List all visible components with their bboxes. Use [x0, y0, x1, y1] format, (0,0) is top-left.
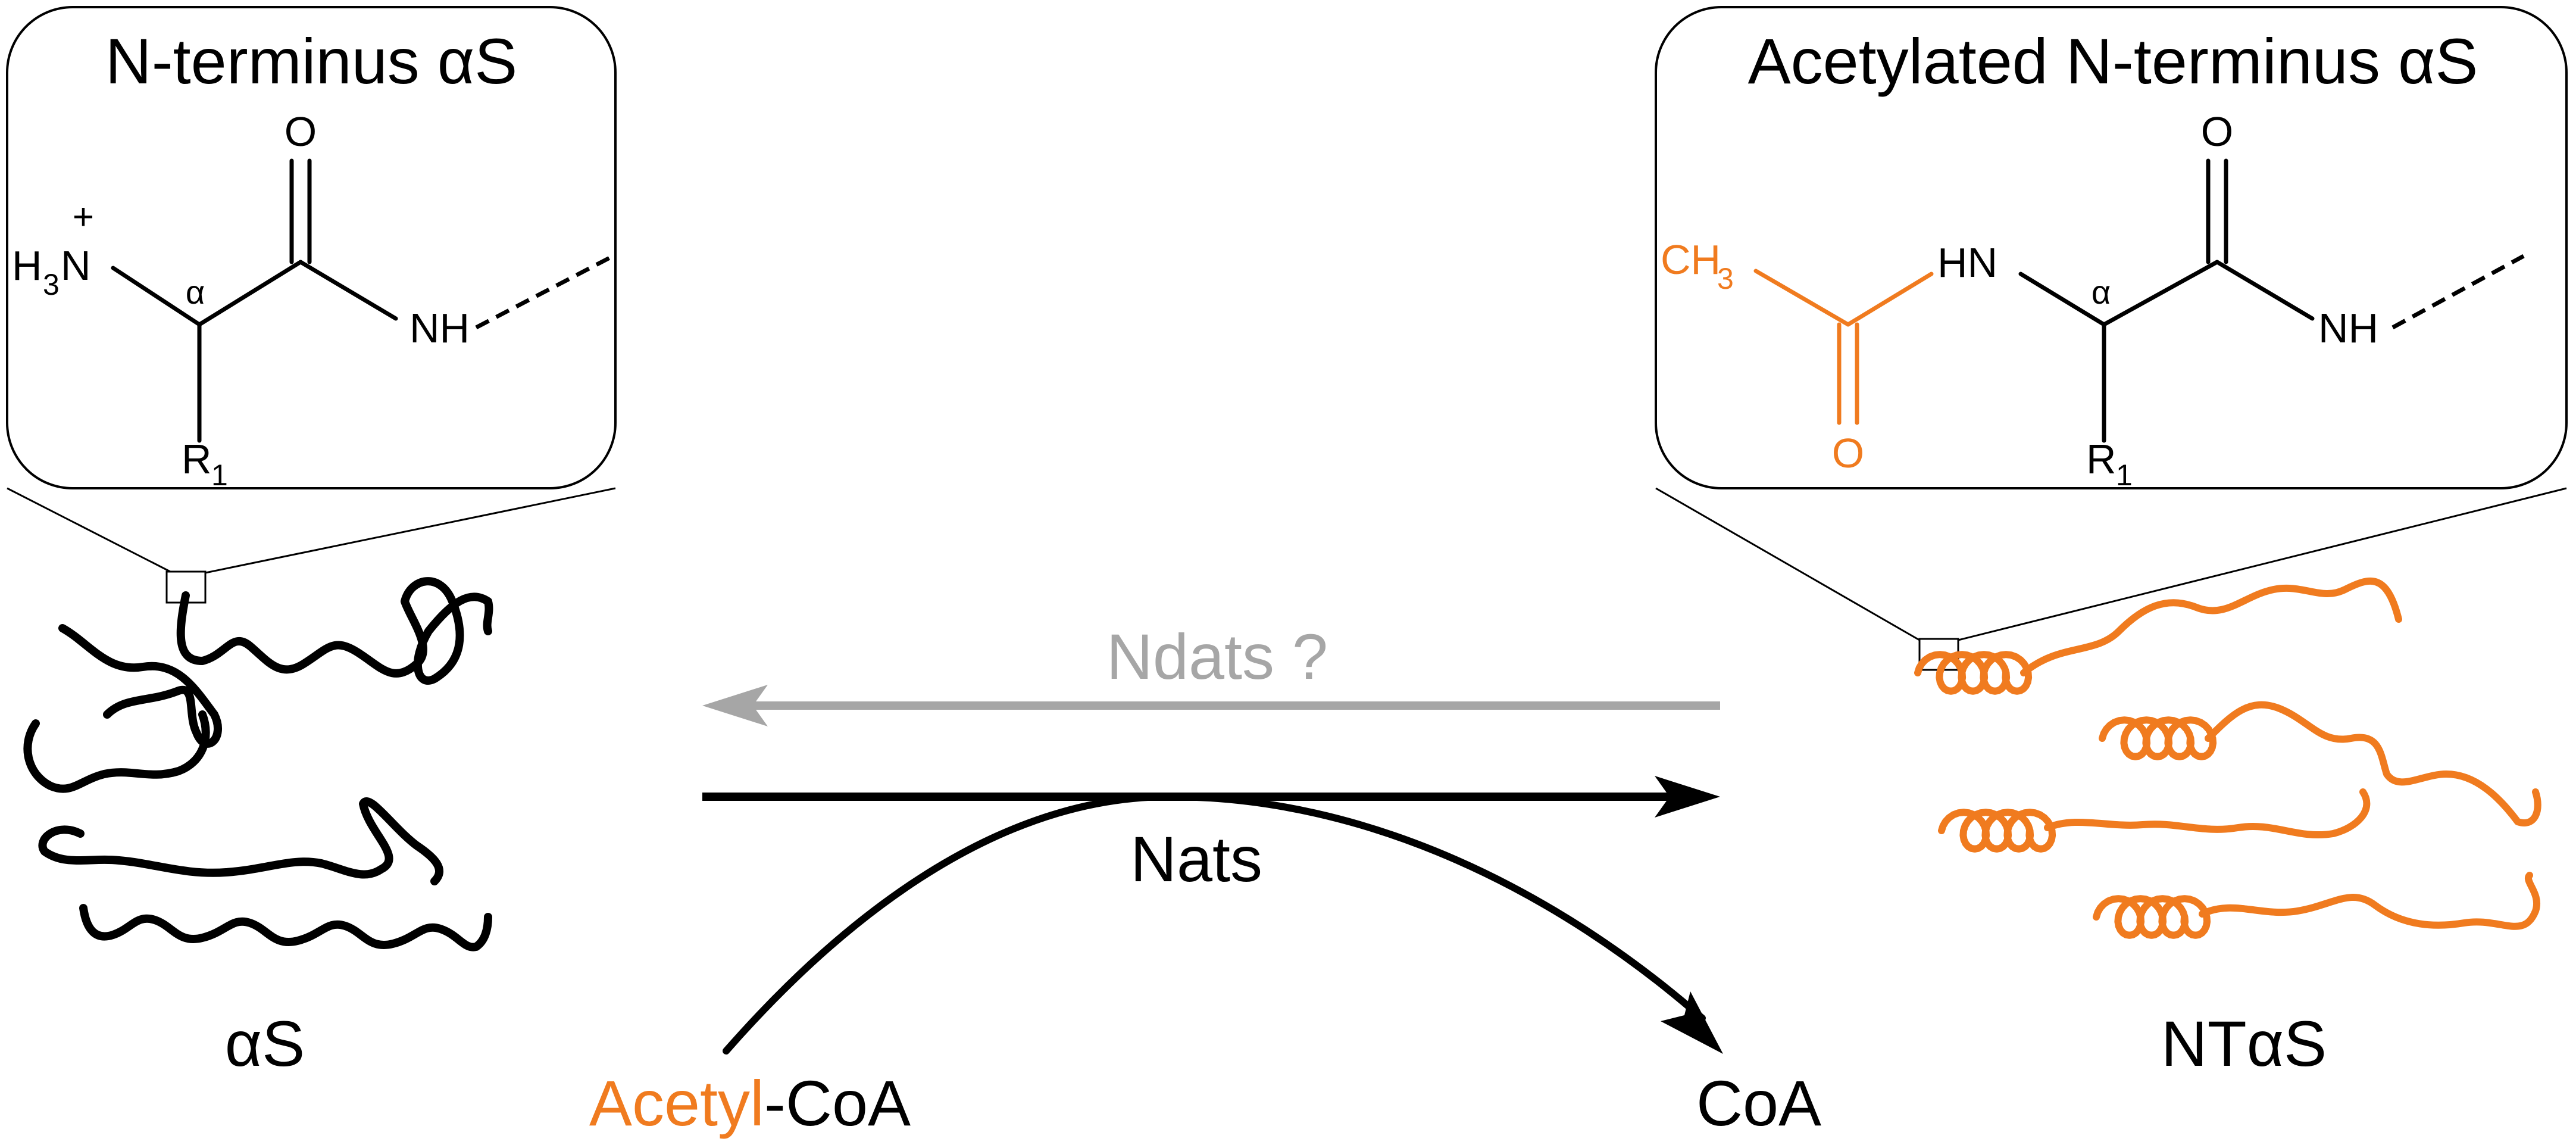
reverse-arrow-head [702, 685, 768, 726]
methyl-ch: CH [1661, 236, 1721, 283]
protein-chain [79, 904, 492, 952]
right-molecule-structure [2018, 158, 2525, 443]
protein-chain-tail [2199, 872, 2540, 930]
left-amine-charge: + [73, 196, 94, 238]
right-callout-line [1655, 487, 1920, 641]
left-alpha-label: α [186, 273, 205, 311]
acetylated-species-label: NTαS [2161, 1007, 2327, 1080]
unacetylated-protein-chains [23, 577, 493, 952]
left-zoom-panel: N-terminus αS + H 3 N α O NH R 1 [6, 6, 617, 604]
reaction-arrows: Ndats ? Nats [702, 620, 1723, 1055]
right-zoom-box [1655, 6, 2568, 489]
cofactor-curve [723, 793, 1706, 1055]
cofactor-arrow-head [1661, 991, 1723, 1054]
protein-chain-tail [2044, 788, 2371, 839]
left-molecule-structure [111, 158, 614, 443]
left-r-sub: 1 [211, 458, 228, 492]
helix-segment [1914, 651, 2033, 695]
protein-chain-tail [2020, 577, 2402, 676]
protein-chain [23, 710, 210, 793]
acetylated-protein-chains [1914, 577, 2541, 939]
acetyl-o: O [1832, 430, 1864, 476]
acetyl-group [1753, 269, 1934, 425]
right-zoom-panel: Acetylated N-terminus αS CH 3 O HN α O N… [1655, 6, 2568, 671]
right-panel-title: Acetylated N-terminus αS [1748, 25, 2478, 97]
protein-chain [38, 797, 443, 885]
left-nh: NH [409, 305, 470, 351]
helix-segment [1938, 809, 2056, 853]
left-amine-n: N [61, 242, 91, 289]
left-amine-sub: 3 [43, 268, 60, 301]
unacetylated-species-label: αS [225, 1007, 305, 1080]
reverse-enzyme-label: Ndats ? [1106, 620, 1328, 692]
right-r-group: R [2086, 436, 2117, 482]
right-callout-line [1958, 487, 2567, 641]
substrate-acetyl-prefix: Acetyl [589, 1067, 764, 1139]
left-amine-h: H [12, 242, 42, 289]
helix-segment [2099, 716, 2217, 760]
forward-enzyme-label: Nats [1130, 823, 1262, 895]
protein-chain-tail [2205, 701, 2541, 826]
substrate-label: Acetyl-CoA [589, 1067, 911, 1139]
left-zoom-box [6, 6, 617, 489]
left-panel-title: N-terminus αS [105, 25, 518, 97]
right-carbonyl-o: O [2201, 108, 2233, 155]
forward-arrow-head [1655, 776, 1720, 818]
substrate-coa-suffix: -CoA [764, 1067, 911, 1139]
helix-segment [2093, 895, 2211, 939]
left-callout-line [205, 487, 616, 574]
left-carbonyl-o: O [285, 108, 317, 155]
right-hn: HN [1937, 239, 1997, 286]
left-r-group: R [182, 436, 212, 482]
protein-chain [176, 577, 493, 685]
right-nh: NH [2318, 305, 2378, 351]
methyl-sub: 3 [1717, 262, 1734, 295]
right-alpha-label: α [2092, 273, 2111, 311]
product-label: CoA [1696, 1067, 1821, 1139]
right-r-sub: 1 [2116, 458, 2133, 492]
left-callout-line [7, 487, 173, 574]
protein-chain [58, 624, 222, 748]
